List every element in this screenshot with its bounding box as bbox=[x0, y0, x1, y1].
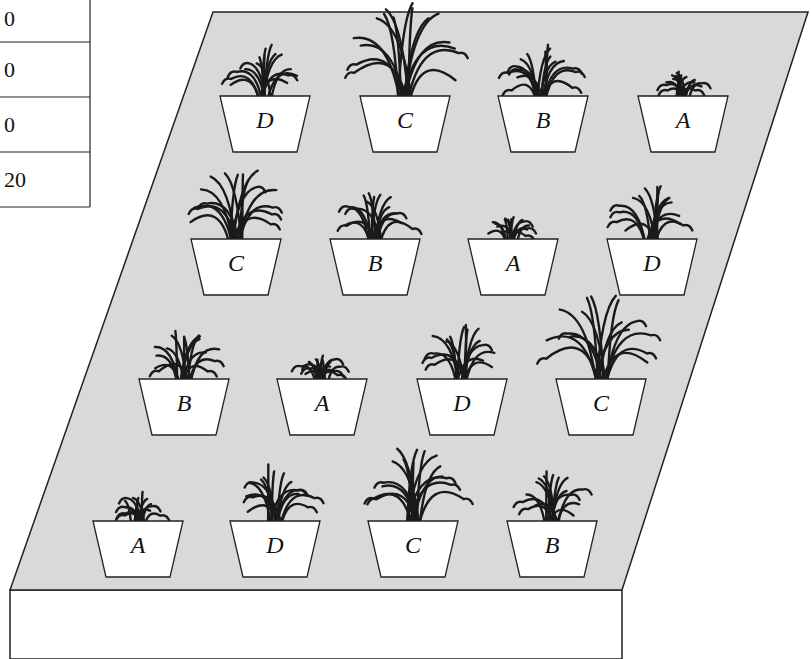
plants bbox=[116, 3, 711, 526]
grass-blade bbox=[364, 195, 371, 244]
pot-letter: D bbox=[229, 532, 321, 559]
pot-letter: B bbox=[506, 532, 598, 559]
grass-blade bbox=[527, 54, 536, 101]
plant bbox=[537, 296, 660, 384]
pot-letter: B bbox=[497, 107, 589, 134]
grass-blade bbox=[587, 298, 598, 384]
pot-letter: A bbox=[276, 390, 368, 417]
plant bbox=[499, 45, 585, 101]
plant-pot: B bbox=[506, 520, 598, 578]
plant-pot: A bbox=[276, 378, 368, 436]
plant bbox=[422, 325, 494, 384]
pot-letter: C bbox=[359, 107, 451, 134]
grass-blade bbox=[201, 189, 233, 244]
pot-letter: D bbox=[606, 250, 698, 277]
table-cell: 0 bbox=[4, 6, 15, 32]
table-cell: 0 bbox=[4, 112, 15, 138]
plant bbox=[150, 331, 224, 384]
table-fragment bbox=[0, 0, 90, 207]
plant bbox=[608, 186, 693, 244]
pot-letter: A bbox=[467, 250, 559, 277]
pot-letter: B bbox=[138, 390, 230, 417]
plant bbox=[514, 471, 592, 526]
grass-blade bbox=[419, 466, 440, 526]
table-cell: 20 bbox=[4, 167, 26, 193]
plant-pot: B bbox=[497, 95, 589, 153]
grass-blade bbox=[450, 337, 456, 384]
pot-letter: D bbox=[219, 107, 311, 134]
grass-blade bbox=[339, 206, 369, 244]
plant-pot: C bbox=[359, 95, 451, 153]
grass-blade bbox=[433, 336, 459, 384]
plant bbox=[365, 449, 473, 526]
pot-letter: C bbox=[555, 390, 647, 417]
plant-pot: D bbox=[606, 238, 698, 296]
pot-letter: D bbox=[416, 390, 508, 417]
plant-pot: D bbox=[416, 378, 508, 436]
plant bbox=[338, 193, 422, 244]
bench-front bbox=[10, 590, 622, 659]
pot-letter: A bbox=[637, 107, 729, 134]
plant bbox=[345, 3, 468, 101]
grass-blade bbox=[404, 14, 438, 101]
table-cell: 0 bbox=[4, 57, 15, 83]
plant-pot: B bbox=[138, 378, 230, 436]
pot-letter: C bbox=[367, 532, 459, 559]
plant-pot: A bbox=[467, 238, 559, 296]
plant bbox=[189, 171, 282, 244]
plant-pot: A bbox=[92, 520, 184, 578]
grass-blade bbox=[409, 483, 460, 526]
pot-letter: C bbox=[190, 250, 282, 277]
grass-blade bbox=[408, 50, 468, 101]
grass-blade bbox=[175, 331, 177, 384]
plant-pot: B bbox=[329, 238, 421, 296]
plant bbox=[244, 464, 324, 526]
plant-pot: D bbox=[229, 520, 321, 578]
grass-blade bbox=[610, 205, 645, 244]
plant bbox=[222, 45, 297, 101]
pot-letter: B bbox=[329, 250, 421, 277]
plant-pot: C bbox=[190, 238, 282, 296]
plant-pot: C bbox=[555, 378, 647, 436]
bench-top bbox=[10, 12, 808, 590]
plant-pot: A bbox=[637, 95, 729, 153]
pot-letter: A bbox=[92, 532, 184, 559]
plant-pot: C bbox=[367, 520, 459, 578]
plant-pot: D bbox=[219, 95, 311, 153]
grass-blade bbox=[267, 464, 270, 526]
